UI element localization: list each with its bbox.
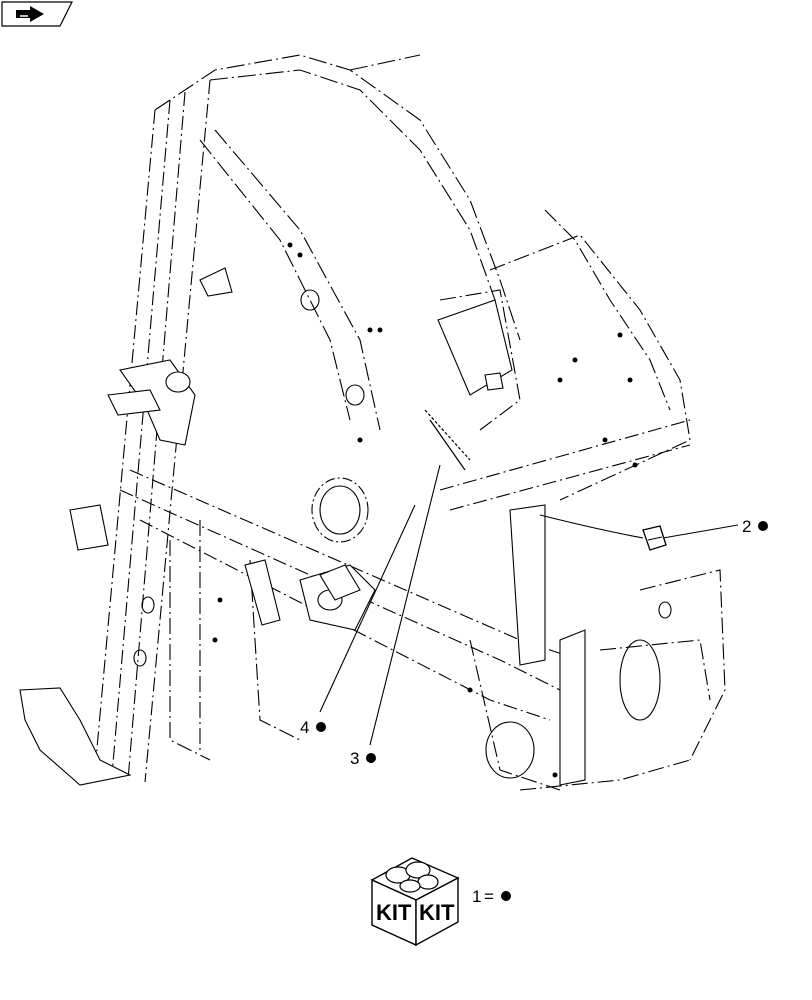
frame-rivets bbox=[212, 242, 638, 778]
upper-panel bbox=[154, 54, 521, 431]
cross-beam bbox=[119, 419, 691, 721]
right-vertical-post bbox=[509, 504, 586, 786]
left-frame-member bbox=[94, 79, 211, 783]
callout-4: 4 bbox=[300, 718, 326, 737]
leader-lines bbox=[319, 464, 739, 746]
callout-2-number: 2 bbox=[742, 517, 751, 536]
kit-label-right: KIT bbox=[419, 900, 455, 925]
callout-2: 2 bbox=[742, 517, 768, 536]
filled-dot-icon bbox=[758, 521, 768, 531]
filled-dot-icon bbox=[316, 722, 326, 732]
left-plate-bracket bbox=[69, 504, 109, 551]
lower-section bbox=[169, 520, 726, 791]
lower-left-foot bbox=[19, 687, 132, 786]
right-upper-bracket bbox=[437, 299, 513, 396]
nav-tab-button[interactable] bbox=[1, 1, 73, 27]
kit-legend-number: 1 bbox=[472, 887, 481, 906]
part-3-harness bbox=[424, 409, 471, 471]
right-side-plate bbox=[439, 209, 691, 501]
frame-holes bbox=[133, 289, 672, 779]
kit-label-left: KIT bbox=[376, 900, 412, 925]
callout-3: 3 bbox=[350, 749, 376, 768]
callout-3-number: 3 bbox=[350, 749, 359, 768]
kit-box-contents bbox=[385, 861, 439, 893]
upper-left-bracket bbox=[107, 359, 196, 446]
part-4-clip bbox=[319, 564, 361, 601]
arrow-right-icon bbox=[16, 6, 44, 22]
callout-4-number: 4 bbox=[300, 718, 309, 737]
part-2-connector bbox=[539, 514, 667, 551]
small-tab-bracket bbox=[199, 267, 233, 297]
kit-box-icon: KIT KIT bbox=[370, 857, 460, 947]
filled-dot-icon bbox=[501, 891, 511, 901]
machine-frame bbox=[94, 54, 726, 791]
kit-legend: 1 = bbox=[472, 887, 511, 906]
kit-legend-equals: = bbox=[484, 887, 494, 906]
filled-dot-icon bbox=[366, 753, 376, 763]
mounting-brackets bbox=[19, 267, 586, 786]
center-mount-bracket bbox=[244, 559, 376, 631]
